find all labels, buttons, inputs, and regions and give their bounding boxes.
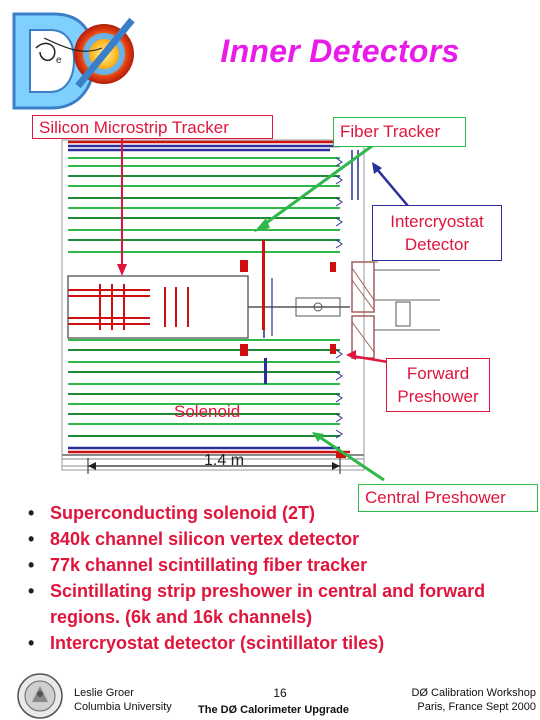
bullet-item: 840k channel silicon vertex detector — [26, 526, 536, 552]
fiber-tracker-label: Fiber Tracker — [333, 117, 466, 147]
fiber-tracker-ends — [335, 150, 359, 439]
footer-author: Leslie Groer Columbia University — [74, 686, 172, 714]
university-seal-icon — [17, 673, 63, 719]
length-label: 1.4 m — [204, 452, 245, 469]
footer-place-date: Paris, France Sept 2000 — [417, 701, 536, 713]
bullet-item: Scintillating strip preshower in central… — [26, 578, 536, 630]
length-scale — [87, 458, 341, 474]
red-markers — [240, 240, 346, 458]
footer-workshop: DØ Calibration Workshop — [411, 687, 536, 699]
solenoid-bars — [68, 140, 350, 454]
svg-text:e: e — [56, 55, 62, 66]
footer-venue: DØ Calibration Workshop Paris, France Se… — [360, 686, 536, 714]
intercryostat-detector — [351, 261, 440, 359]
intercryostat-label: Intercryostat Detector — [372, 205, 502, 261]
intercryostat-label-line1: Intercryostat — [390, 212, 484, 231]
forward-preshower-label: Forward Preshower — [386, 358, 490, 412]
silicon-tracker — [67, 275, 350, 339]
solenoid-label: Solenoid — [174, 402, 241, 421]
bullet-item: 77k channel scintillating fiber tracker — [26, 552, 536, 578]
bullet-item: Superconducting solenoid (2T) — [26, 500, 536, 526]
bullet-list: Superconducting solenoid (2T) 840k chann… — [26, 500, 536, 656]
pointer-arrows — [117, 138, 409, 482]
forward-preshower-label-line2: Preshower — [397, 387, 479, 406]
forward-preshower-label-line1: Forward — [406, 364, 470, 383]
intercryostat-label-line2: Detector — [404, 235, 470, 254]
silicon-tracker-label: Silicon Microstrip Tracker — [32, 115, 273, 139]
talk-title: The DØ Calorimeter Upgrade — [198, 704, 349, 716]
fiber-tracker-layers — [68, 157, 340, 437]
slide-title: Inner Detectors — [220, 33, 460, 69]
do-logo: e — [12, 12, 135, 110]
footer-author-name: Leslie Groer — [74, 687, 134, 699]
bullet-item: Intercryostat detector (scintillator til… — [26, 630, 536, 656]
footer-institution: Columbia University — [74, 701, 172, 713]
page-number: 16 — [273, 686, 287, 700]
